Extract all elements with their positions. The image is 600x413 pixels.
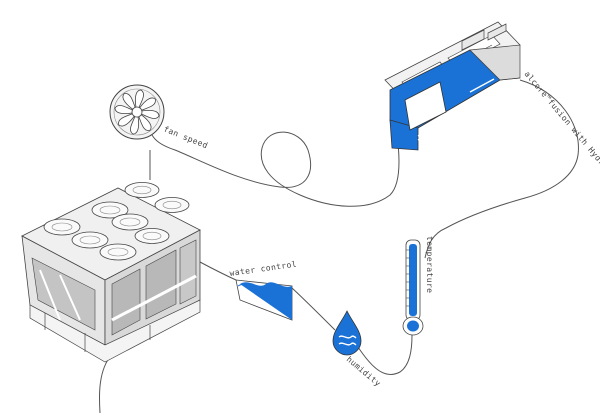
chiller-unit-icon [21,182,201,363]
water-control-label: water control [229,260,297,278]
water-droplet-icon [332,310,362,356]
humidity-label: humidity [345,355,383,389]
fan-speed-label: fan speed [162,125,209,151]
fan-icon [109,84,165,140]
controller-label: alcore™fusion with Hydrolic™ [522,70,600,188]
water-tank-icon [235,279,293,321]
controller-board-icon [384,21,521,151]
thermometer-icon [402,239,424,336]
temperature-label: temperature [425,236,434,293]
